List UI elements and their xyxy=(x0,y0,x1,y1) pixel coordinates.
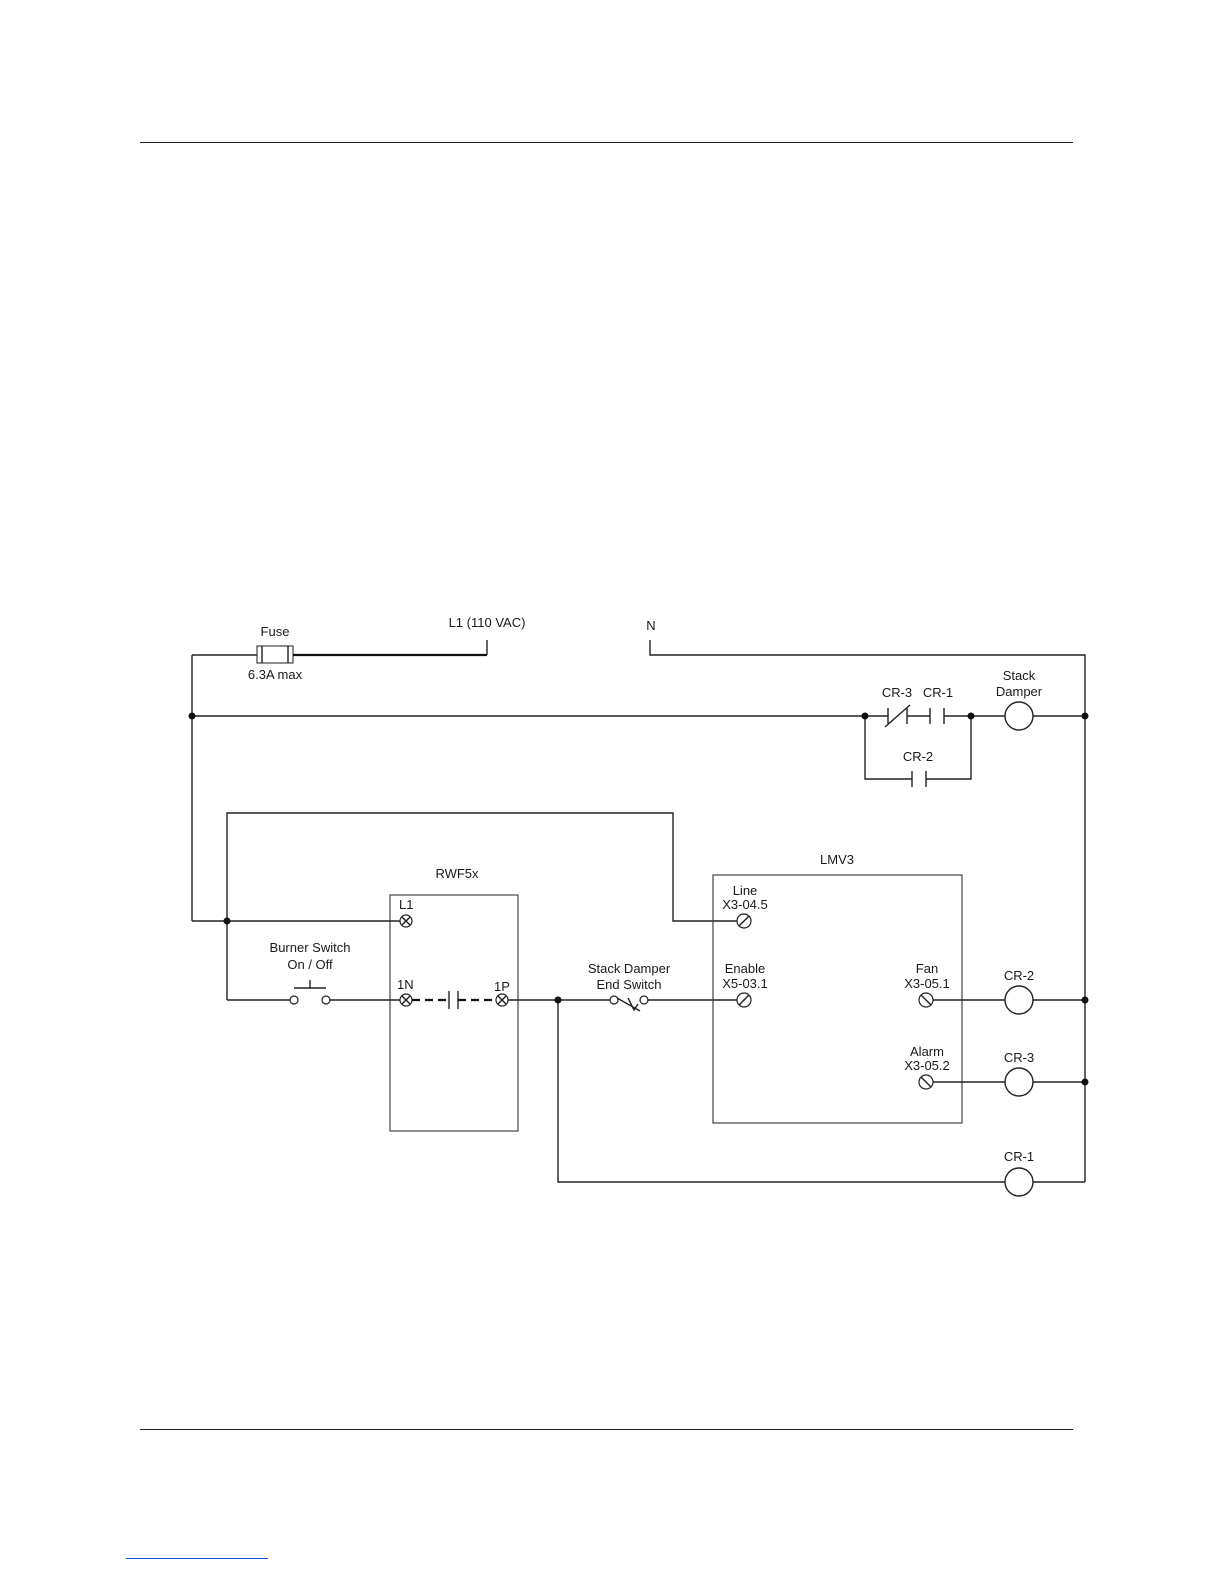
fuse-label: Fuse xyxy=(261,624,290,639)
end-switch-label-line1: Stack Damper xyxy=(588,961,671,976)
lmv-fan-terminal-id: X3-05.1 xyxy=(904,976,950,991)
junction-dot xyxy=(1082,1079,1089,1086)
rwf-l1-terminal xyxy=(400,915,412,927)
wire-cr2-branch-left xyxy=(865,716,912,779)
cr2-no-contact xyxy=(912,771,926,787)
lmv-line-terminal xyxy=(737,914,751,928)
end-switch-symbol xyxy=(610,996,648,1011)
rwf-1p-label: 1P xyxy=(494,979,510,994)
lmv-alarm-terminal xyxy=(919,1075,933,1089)
rwf-1p-terminal xyxy=(496,994,508,1006)
cr2-coil xyxy=(1005,986,1033,1014)
junction-dot xyxy=(862,713,869,720)
junction-dot xyxy=(1082,997,1089,1004)
rwf-1n-terminal xyxy=(400,994,412,1006)
lmv-alarm-terminal-id: X3-05.2 xyxy=(904,1058,950,1073)
rwf-l1-label: L1 xyxy=(399,897,413,912)
line-supply-label: L1 (110 VAC) xyxy=(449,615,526,630)
end-switch-label-line2: End Switch xyxy=(596,977,661,992)
cr1-coil-label: CR-1 xyxy=(1004,1149,1034,1164)
rwf-internal-contact xyxy=(412,991,496,1009)
junction-dot xyxy=(189,713,196,720)
rwf5x-box xyxy=(390,895,518,1131)
junction-dot xyxy=(968,713,975,720)
rwf5x-title: RWF5x xyxy=(435,866,479,881)
cr3-contact-label: CR-3 xyxy=(882,685,912,700)
lmv3-title: LMV3 xyxy=(820,852,854,867)
cr1-no-contact xyxy=(930,708,944,724)
burner-switch-symbol[interactable] xyxy=(290,980,330,1004)
cr2-coil-label: CR-2 xyxy=(1004,968,1034,983)
lmv-enable-terminal xyxy=(737,993,751,1007)
junction-dot xyxy=(224,918,231,925)
lmv-line-label: Line xyxy=(733,883,758,898)
wire-cr2-branch-right xyxy=(926,716,971,779)
stack-damper-coil xyxy=(1005,702,1033,730)
lmv-enable-label: Enable xyxy=(725,961,765,976)
stack-damper-label-line1: Stack xyxy=(1003,668,1036,683)
neutral-label: N xyxy=(646,618,655,633)
lmv-fan-label: Fan xyxy=(916,961,938,976)
rwf-1n-label: 1N xyxy=(397,977,414,992)
burner-switch-label-line1: Burner Switch xyxy=(270,940,351,955)
burner-switch-label-line2: On / Off xyxy=(287,957,333,972)
junction-dot xyxy=(555,997,562,1004)
cr3-nc-contact xyxy=(885,705,910,727)
junction-dot xyxy=(1082,713,1089,720)
lmv-alarm-label: Alarm xyxy=(910,1044,944,1059)
cr1-coil xyxy=(1005,1168,1033,1196)
fuse-symbol xyxy=(257,646,293,663)
lmv-enable-terminal-id: X5-03.1 xyxy=(722,976,768,991)
stack-damper-label-line2: Damper xyxy=(996,684,1043,699)
lmv-fan-terminal xyxy=(919,993,933,1007)
wire-cr1-rung xyxy=(558,1000,1005,1182)
lmv-line-terminal-id: X3-04.5 xyxy=(722,897,768,912)
cr1-contact-label: CR-1 xyxy=(923,685,953,700)
cr2-contact-label: CR-2 xyxy=(903,749,933,764)
cr3-coil xyxy=(1005,1068,1033,1096)
cr3-coil-label: CR-3 xyxy=(1004,1050,1034,1065)
fuse-rating-label: 6.3A max xyxy=(248,667,303,682)
